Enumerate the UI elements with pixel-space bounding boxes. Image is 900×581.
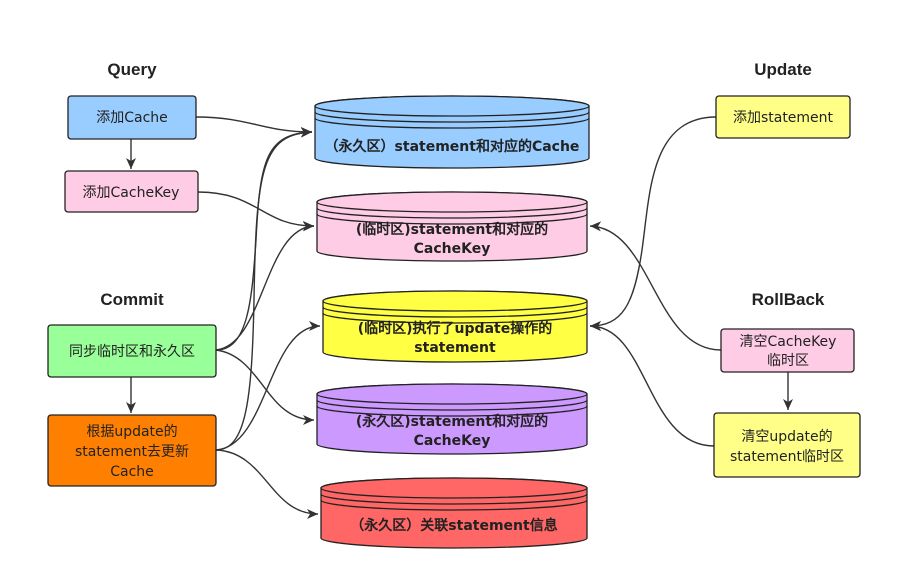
db-temp-cachekey-top [316, 191, 588, 213]
box-add-statement-shape [715, 95, 851, 139]
db-perm-related-rim-1 [320, 493, 588, 505]
box-clear-cachekey[interactable]: 清空CacheKey 临时区 [720, 328, 855, 373]
box-sync[interactable]: 同步临时区和永久区 [47, 324, 217, 378]
box-add-cachekey-shape [64, 170, 199, 213]
edge-add-cachekey-to-temp-cachekey [197, 191, 315, 231]
db-perm-cachekey[interactable]: (永久区)statement和对应的 CacheKey [316, 383, 588, 455]
db-temp-cachekey-rim-1 [316, 207, 588, 219]
section-title-commit: Commit [100, 290, 164, 309]
db-perm-cachekey-rim-2 [316, 405, 588, 417]
edge-clear-cachekey-to-temp-cachekey [589, 221, 722, 351]
box-sync-label: 同步临时区和永久区 [69, 344, 195, 360]
db-perm-related[interactable]: （永久区）关联statement信息 [320, 477, 588, 549]
edge-add-cache-to-perm-cache [195, 116, 313, 137]
db-perm-related-label: （永久区）关联statement信息 [350, 517, 557, 534]
db-perm-cachekey-line-2: CacheKey [414, 433, 491, 449]
box-add-cachekey[interactable]: 添加CacheKey [64, 170, 199, 213]
db-temp-update-line-2: statement [414, 340, 496, 356]
section-title-update: Update [754, 60, 812, 79]
process-boxes: 添加Cache 添加CacheKey 添加statement 同步临时区和永久区… [47, 95, 861, 487]
box-update-cache[interactable]: 根据update的 statement去更新 Cache [47, 414, 217, 487]
db-perm-cache[interactable]: （永久区）statement和对应的Cache [314, 95, 590, 169]
db-perm-related-top [320, 477, 588, 499]
box-add-statement-label: 添加statement [733, 110, 834, 126]
connectors [126, 116, 793, 519]
db-perm-cache-rim-2 [314, 117, 590, 129]
edge-update-cache-to-perm-cache [215, 127, 313, 451]
edge-clear-update-to-temp-update [589, 321, 715, 447]
edge-sync-to-perm-cache [215, 127, 313, 351]
db-perm-related-rim-2 [320, 499, 588, 511]
box-clear-update-line-1: 清空update的 [741, 429, 832, 445]
box-update-cache-line-1: 根据update的 [86, 424, 177, 440]
edge-sync-to-temp-cachekey [215, 221, 315, 351]
box-add-cache[interactable]: 添加Cache [67, 95, 197, 140]
edge-add-statement-to-temp-update [589, 116, 717, 331]
db-perm-cachekey-rim-1 [316, 399, 588, 411]
db-temp-update-rim-2 [322, 312, 588, 324]
box-clear-update-line-2: statement临时区 [730, 449, 844, 465]
db-temp-cachekey[interactable]: (临时区)statement和对应的 CacheKey [316, 191, 588, 262]
box-clear-update[interactable]: 清空update的 statement临时区 [713, 412, 861, 478]
db-perm-cache-label: （永久区）statement和对应的Cache [325, 138, 580, 155]
db-perm-cachekey-top [316, 383, 588, 405]
db-perm-cache-rim-1 [314, 111, 590, 123]
db-temp-cachekey-rim-2 [316, 213, 588, 225]
db-perm-cachekey-line-1: (永久区)statement和对应的 [356, 413, 548, 430]
box-update-cache-shape [47, 414, 217, 487]
box-sync-shape [47, 324, 217, 378]
db-perm-cache-top [314, 95, 590, 117]
section-title-rollback: RollBack [752, 290, 825, 309]
box-update-cache-line-3: Cache [110, 464, 154, 480]
edge-update-cache-to-temp-update [215, 321, 321, 451]
box-clear-cachekey-line-2: 临时区 [767, 353, 809, 369]
edge-update-cache-to-perm-related [215, 449, 319, 519]
databases: （永久区）statement和对应的Cache (临时区)statement和对… [314, 95, 590, 549]
section-title-query: Query [107, 60, 157, 79]
edge-sync-to-perm-cachekey [215, 349, 315, 425]
db-temp-cachekey-line-1: (临时区)statement和对应的 [356, 221, 548, 238]
box-clear-cachekey-shape [720, 328, 855, 373]
db-temp-update-top [322, 290, 588, 312]
db-temp-cachekey-line-2: CacheKey [414, 241, 491, 257]
db-temp-update-rim-1 [322, 306, 588, 318]
db-temp-update-line-1: (临时区)执行了update操作的 [358, 320, 552, 337]
db-temp-update[interactable]: (临时区)执行了update操作的 statement [322, 290, 588, 363]
box-add-cache-shape [67, 95, 197, 140]
box-clear-cachekey-line-1: 清空CacheKey [740, 334, 837, 350]
box-clear-update-shape [713, 412, 861, 478]
box-add-cache-label: 添加Cache [96, 110, 168, 126]
box-update-cache-line-2: statement去更新 [75, 444, 189, 460]
box-add-statement[interactable]: 添加statement [715, 95, 851, 139]
box-add-cachekey-label: 添加CacheKey [83, 185, 180, 201]
